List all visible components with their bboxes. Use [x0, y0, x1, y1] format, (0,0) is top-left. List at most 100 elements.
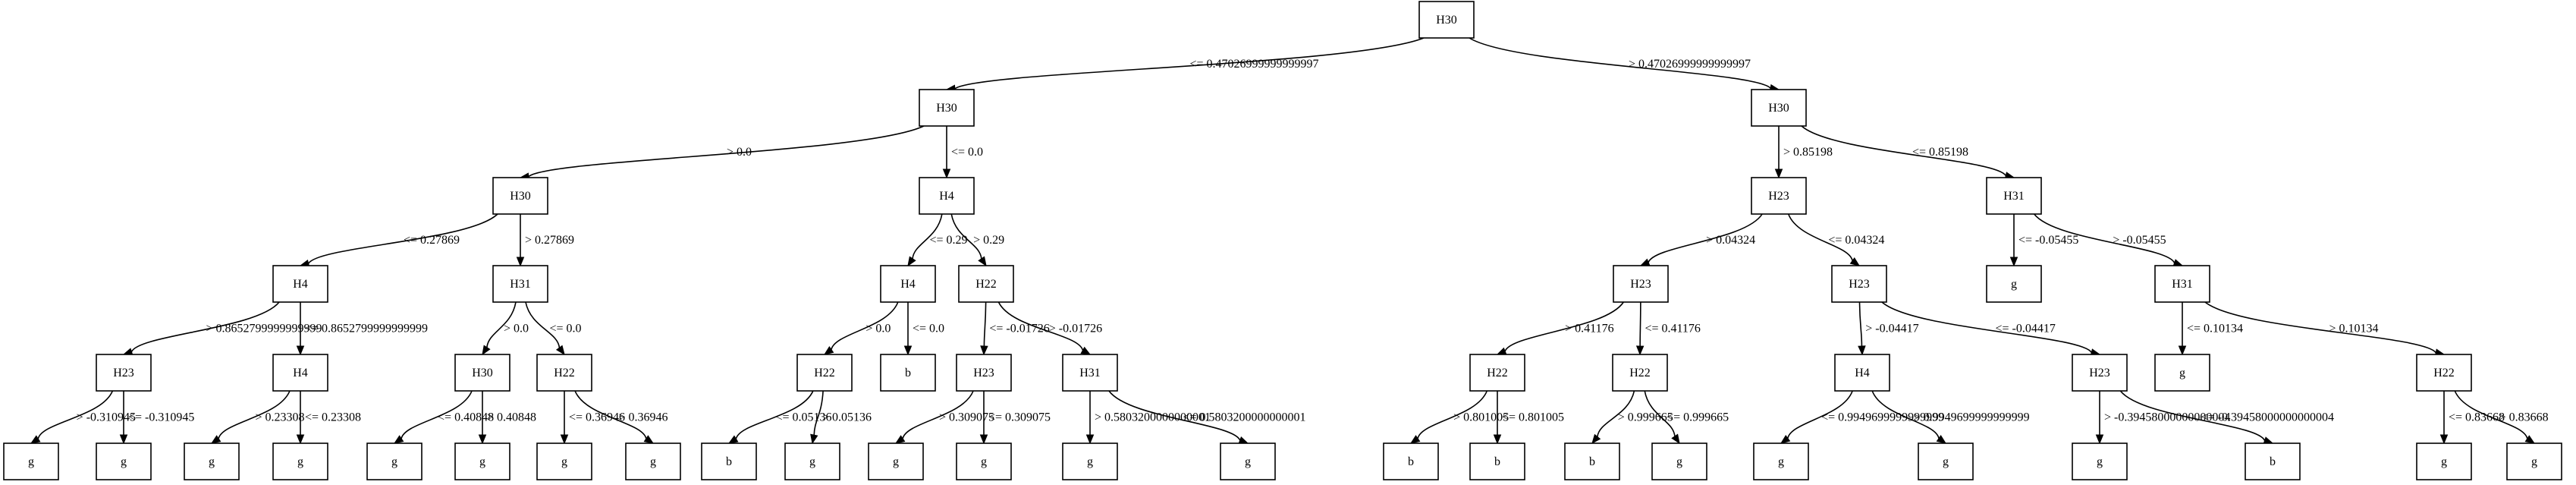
node-label: b — [2270, 455, 2276, 468]
node-label: b — [726, 455, 732, 468]
edge-arrowhead — [1671, 433, 1680, 445]
edge-arrowhead — [119, 434, 128, 445]
node-label: H23 — [2089, 367, 2110, 379]
edge-label: > 0.801005 — [1453, 411, 1509, 424]
leaf-node: g — [536, 442, 592, 480]
split-node: H4 — [1834, 354, 1890, 392]
edge-arrowhead — [643, 435, 655, 444]
edge-n3-n6: <= 0.85198 — [1801, 125, 2015, 180]
edge-label: > -0.05455 — [2113, 234, 2166, 247]
edge-n1-n9: <= 0.0 — [942, 125, 983, 179]
node-box — [2416, 354, 2472, 392]
edge-arrowhead — [727, 435, 739, 444]
edge-n7-n32: <= 0.23308 — [296, 390, 361, 445]
node-box — [492, 177, 548, 215]
edge-n15-n25: > -0.04417 — [1858, 301, 1919, 356]
split-node: H30 — [1751, 89, 1807, 127]
edge-line — [1787, 213, 1853, 261]
node-box — [96, 354, 152, 392]
edge-arrowhead — [1496, 347, 1507, 355]
edge-n14-n27: <= 0.10134 — [2178, 302, 2243, 356]
node-box — [958, 265, 1014, 303]
split-node: H22 — [796, 354, 853, 392]
node-box — [2072, 354, 2128, 392]
edge-arrowhead — [810, 433, 818, 445]
edge-line — [2454, 390, 2528, 439]
leaf-node: g — [1753, 442, 1809, 480]
split-node: H22 — [958, 265, 1014, 303]
edge-arrowhead — [894, 435, 906, 444]
edge-label: > 0.04324 — [1706, 234, 1755, 247]
edge-label: <= 0.36946 — [569, 411, 625, 424]
edge-label: > 0.0 — [727, 146, 752, 159]
node-box — [1986, 177, 2042, 215]
edge-label: > 0.309075 — [939, 411, 994, 424]
split-node: H31 — [1062, 354, 1118, 392]
edge-line — [525, 301, 561, 348]
edge-arrowhead — [1635, 345, 1645, 356]
edge-line — [831, 301, 899, 350]
edge-label: > -0.310945 — [77, 411, 136, 424]
edge-label: <= 0.04324 — [1828, 234, 1884, 247]
node-box — [492, 265, 548, 303]
split-node: H4 — [272, 354, 328, 392]
split-node: H22 — [1469, 354, 1525, 392]
edge-line — [1787, 390, 1853, 439]
node-label: g — [28, 455, 34, 468]
node-label: H22 — [975, 278, 997, 291]
node-box — [272, 354, 328, 392]
edge-line — [401, 390, 473, 439]
edge-label: <= 0.0 — [913, 323, 944, 335]
edge-label: > 0.85198 — [1783, 146, 1833, 159]
split-node: H30 — [919, 89, 975, 127]
edge-label: <= 0.40848 — [438, 411, 494, 424]
node-box — [1986, 265, 2042, 303]
edge-label: <= 0.41176 — [1645, 323, 1700, 335]
edge-line — [902, 390, 974, 439]
leaf-node: b — [2245, 442, 2301, 480]
edge-line — [1858, 301, 1863, 347]
edge-n12-n23: > 0.41176 — [1496, 301, 1624, 355]
leaf-node: g — [1062, 442, 1118, 480]
node-label: g — [981, 455, 987, 468]
node-box — [1751, 177, 1807, 215]
edge-n23-n43: > 0.801005 — [1409, 390, 1509, 444]
node-box — [1918, 442, 1974, 480]
edge-label: <= 0.85198 — [1912, 146, 1968, 159]
node-box — [880, 265, 936, 303]
node-box — [1651, 442, 1707, 480]
node-label: H23 — [1849, 278, 1870, 291]
split-node: H31 — [492, 265, 548, 303]
edge-n10-n22: > -0.01726 — [997, 301, 1102, 355]
node-label: g — [1087, 455, 1093, 468]
node-box — [784, 442, 840, 480]
edge-n8-n17: > 0.0 — [482, 301, 529, 356]
edge-n5-n30: <= -0.310945 — [119, 391, 194, 445]
edge-n10-n21: <= -0.01726 — [980, 301, 1050, 356]
edge-label: <= 0.29 — [929, 234, 967, 247]
node-label: H30 — [472, 367, 493, 379]
edge-label: > -0.04417 — [1865, 323, 1918, 335]
node-box — [454, 354, 510, 392]
leaf-node: g — [2506, 442, 2562, 480]
edge-label: <= 0.0 — [549, 323, 581, 335]
node-label: H30 — [1768, 102, 1789, 115]
edge-n25-n48: > 0.9949699999999999 — [1871, 390, 2030, 444]
edge-n17-n34: > 0.40848 — [478, 391, 536, 445]
edge-n6-n13: <= -0.05455 — [2009, 214, 2078, 267]
edge-arrowhead — [1849, 257, 1861, 266]
edge-line — [130, 301, 280, 352]
node-box — [1418, 1, 1475, 39]
edge-line — [37, 390, 114, 439]
node-label: H30 — [510, 190, 531, 203]
edge-n24-n45: > 0.999665 — [1591, 390, 1673, 445]
leaf-node: b — [1564, 442, 1620, 480]
leaf-node: g — [184, 442, 240, 480]
edge-label: > 0.29 — [973, 234, 1004, 247]
split-node: H22 — [536, 354, 592, 392]
edge-line — [574, 390, 647, 439]
node-box — [1751, 89, 1807, 127]
edge-arrowhead — [1409, 435, 1421, 444]
node-label: H4 — [293, 367, 308, 379]
edge-label: > 0.999665 — [1618, 411, 1673, 424]
